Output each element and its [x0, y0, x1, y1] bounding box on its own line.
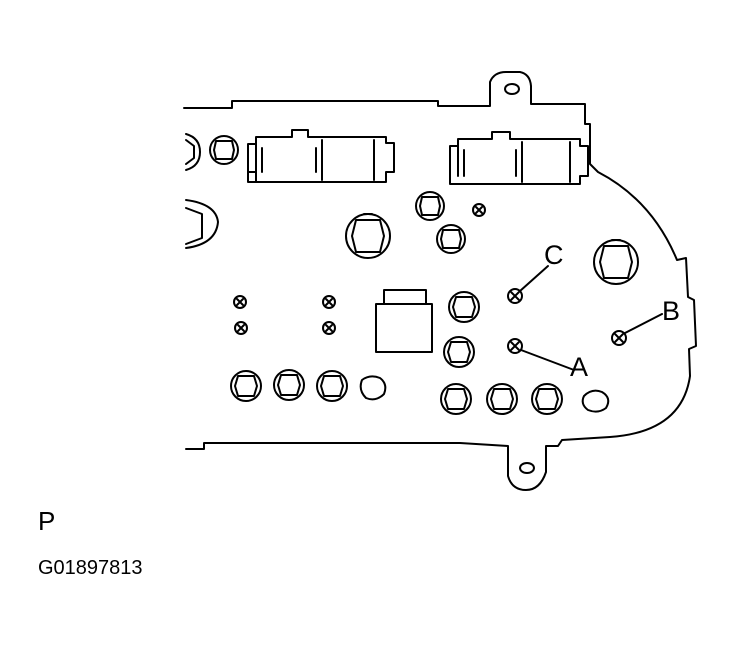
terminal-screw-b — [611, 330, 627, 346]
bulb-socket — [415, 191, 445, 221]
callout-label-c: C — [544, 240, 564, 270]
socket-partial-1 — [185, 133, 201, 171]
small-screws — [233, 203, 486, 335]
bulb-socket — [209, 135, 239, 165]
bulb-socket — [273, 369, 305, 401]
bulb-socket — [316, 370, 348, 402]
bulb-socket — [436, 224, 466, 254]
large-socket — [345, 213, 391, 259]
leader-line-c — [519, 265, 549, 292]
bulb-socket — [230, 370, 262, 402]
connector-right — [449, 131, 589, 185]
bulb-socket — [531, 383, 563, 415]
bulb-socket — [440, 383, 472, 415]
bulb-socket — [486, 383, 518, 415]
open-hole — [581, 389, 610, 413]
center-module — [375, 289, 433, 353]
callout-label-b: B — [662, 296, 680, 326]
terminal-screw-a — [507, 338, 523, 354]
open-hole — [359, 375, 387, 401]
bulb-socket — [443, 336, 475, 368]
bulb-sockets — [209, 135, 563, 415]
terminal-screw-c — [507, 288, 523, 304]
large-socket — [593, 239, 639, 285]
figure-caption-letter: P — [38, 506, 56, 536]
socket-partial-2 — [185, 199, 219, 249]
connector-left — [247, 129, 395, 183]
board-outline — [183, 71, 697, 491]
callout-label-a: A — [570, 352, 588, 382]
mounting-hole-bottom — [519, 462, 535, 474]
leader-line-a — [520, 349, 575, 371]
bulb-socket — [448, 291, 480, 323]
mounting-hole-top — [504, 83, 520, 95]
figure-id: G01897813 — [38, 557, 143, 579]
leader-line-b — [624, 313, 663, 334]
